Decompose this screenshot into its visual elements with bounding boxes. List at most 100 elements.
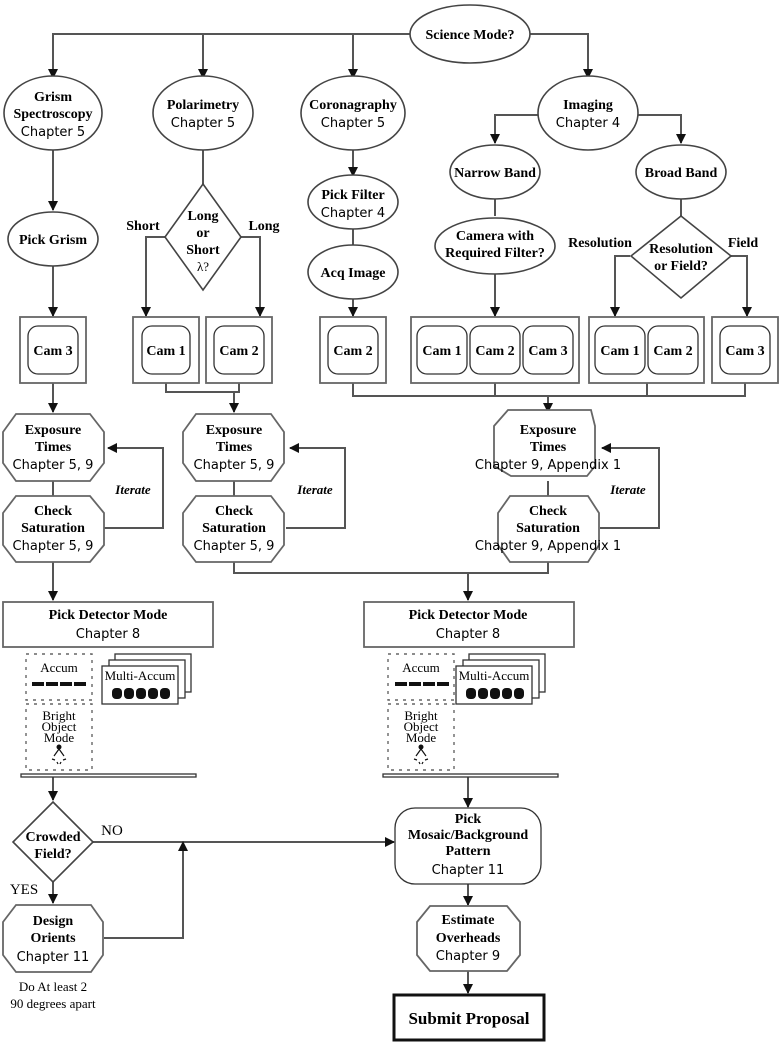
bright-object-mode-right[interactable]: Bright Object Mode	[387, 703, 455, 771]
polarimetry-chapter: Chapter 5	[171, 116, 235, 131]
exposure-times-polarimetry[interactable]: Exposure Times Chapter 5, 9	[182, 413, 285, 482]
check-saturation-imaging[interactable]: Check Saturation Chapter 9, Appendix 1	[475, 495, 621, 563]
camera-1[interactable]: Cam 1	[594, 325, 646, 375]
crowded-field-decision[interactable]: Crowded Field?	[11, 800, 95, 884]
polarimetry-camera-box-long: Cam 2	[205, 316, 273, 384]
narrow-band-label: Narrow Band	[454, 166, 536, 181]
multi-accum-label: Multi-Accum	[459, 668, 530, 683]
acq-image-node[interactable]: Acq Image	[307, 244, 399, 300]
long-branch-label: Long	[248, 219, 279, 234]
times-label: Times	[35, 440, 72, 455]
design-label: Design	[33, 914, 74, 929]
accum-icon	[32, 682, 86, 686]
object-label: Object	[42, 719, 77, 734]
overheads-chapter: Chapter 9	[436, 949, 500, 964]
camera-3[interactable]: Cam 3	[27, 325, 79, 375]
exposure-chapter: Chapter 5, 9	[13, 458, 94, 473]
science-mode-node[interactable]: Science Mode?	[409, 4, 531, 64]
polarimetry-node[interactable]: Polarimetry Chapter 5	[152, 75, 254, 151]
broad-band-label: Broad Band	[645, 166, 718, 181]
iterate-label: Iterate	[114, 482, 151, 497]
detector-chapter: Chapter 8	[436, 627, 500, 642]
cam-label: Cam 3	[725, 344, 764, 359]
bright-object-mode-left[interactable]: Bright Object Mode	[25, 703, 93, 771]
polarimetry-label: Polarimetry	[167, 98, 239, 113]
grism-chapter: Chapter 5	[21, 125, 85, 140]
camera-2[interactable]: Cam 2	[647, 325, 699, 375]
object-label: Object	[404, 719, 439, 734]
required-filter-label: Required Filter?	[445, 246, 545, 261]
mosaic-background-label: Mosaic/Background	[408, 828, 529, 843]
crowded-label: Crowded	[26, 830, 81, 845]
cam-label: Cam 2	[219, 344, 258, 359]
camera-filter-node[interactable]: Camera with Required Filter?	[434, 217, 556, 275]
submit-proposal-node[interactable]: Submit Proposal	[392, 993, 546, 1042]
imaging-node[interactable]: Imaging Chapter 4	[537, 75, 639, 151]
design-orients-node[interactable]: Design Orients Chapter 11	[2, 904, 104, 973]
camera-2[interactable]: Cam 2	[213, 325, 265, 375]
camera-2[interactable]: Cam 2	[327, 325, 379, 375]
camera-1[interactable]: Cam 1	[416, 325, 468, 375]
pick-grism-label: Pick Grism	[19, 233, 87, 248]
exposure-times-imaging[interactable]: Exposure Times Chapter 9, Appendix 1	[475, 409, 621, 477]
pick-filter-label: Pick Filter	[321, 188, 384, 203]
estimate-label: Estimate	[442, 913, 495, 928]
coronagraphy-chapter: Chapter 5	[321, 116, 385, 131]
mode-label: Mode	[406, 730, 437, 745]
detector-chapter: Chapter 8	[76, 627, 140, 642]
coronagraphy-node[interactable]: Coronagraphy Chapter 5	[300, 75, 406, 151]
imaging-label: Imaging	[563, 98, 613, 113]
check-saturation-polarimetry[interactable]: Check Saturation Chapter 5, 9	[182, 495, 285, 563]
times-label: Times	[216, 440, 253, 455]
mosaic-pattern-node[interactable]: Pick Mosaic/Background Pattern Chapter 1…	[394, 807, 542, 885]
orients-label: Orients	[30, 931, 76, 946]
mosaic-chapter: Chapter 11	[432, 863, 505, 878]
exposure-label: Exposure	[25, 423, 82, 438]
saturation-chapter: Chapter 9, Appendix 1	[475, 539, 621, 554]
exposure-label: Exposure	[520, 423, 577, 438]
camera-1[interactable]: Cam 1	[141, 325, 191, 375]
exposure-times-grism[interactable]: Exposure Times Chapter 5, 9	[2, 413, 105, 482]
iterate-label: Iterate	[609, 482, 646, 497]
cam-label: Cam 3	[528, 344, 567, 359]
coronagraphy-camera-box: Cam 2	[319, 316, 387, 384]
cam-label: Cam 2	[333, 344, 372, 359]
submit-proposal-label: Submit Proposal	[408, 1009, 529, 1028]
estimate-overheads-node[interactable]: Estimate Overheads Chapter 9	[416, 905, 521, 972]
wavelength-decision[interactable]: Long or Short λ?	[164, 182, 242, 292]
narrow-band-node[interactable]: Narrow Band	[449, 144, 541, 200]
resolution-field-decision[interactable]: Resolution or Field?	[629, 214, 733, 300]
narrow-band-camera-box: Cam 1 Cam 2 Cam 3	[410, 316, 580, 384]
pick-filter-node[interactable]: Pick Filter Chapter 4	[307, 174, 399, 230]
camera-2[interactable]: Cam 2	[469, 325, 521, 375]
camera-3[interactable]: Cam 3	[522, 325, 574, 375]
polarimetry-camera-box-short: Cam 1	[132, 316, 200, 384]
bright-star-icon	[51, 744, 67, 765]
coronagraphy-label: Coronagraphy	[309, 98, 397, 113]
decision-or: or	[196, 226, 209, 241]
grism-spectroscopy-node[interactable]: Grism Spectroscopy Chapter 5	[3, 75, 103, 151]
accum-label: Accum	[402, 660, 440, 675]
camera-3[interactable]: Cam 3	[719, 325, 771, 375]
broad-band-node[interactable]: Broad Band	[635, 144, 727, 200]
check-label: Check	[215, 504, 253, 519]
check-saturation-grism[interactable]: Check Saturation Chapter 5, 9	[2, 495, 105, 563]
detector-mode-right[interactable]: Pick Detector Mode Chapter 8	[363, 601, 575, 648]
orients-note-line1: Do At least 2	[19, 979, 87, 994]
spectroscopy-label: Spectroscopy	[13, 107, 92, 122]
accum-icon	[395, 682, 449, 686]
pattern-label: Pattern	[445, 844, 490, 859]
science-mode-label: Science Mode?	[425, 28, 514, 43]
pick-grism-node[interactable]: Pick Grism	[7, 211, 99, 267]
accum-mode-left[interactable]: Accum	[25, 653, 93, 701]
exposure-chapter: Chapter 5, 9	[194, 458, 275, 473]
accum-mode-right[interactable]: Accum	[387, 653, 455, 701]
resolution-branch-label: Resolution	[568, 236, 632, 251]
multi-accum-mode-left[interactable]: Multi-Accum	[101, 653, 192, 705]
pick-label: Pick	[455, 812, 482, 827]
multi-accum-mode-right[interactable]: Multi-Accum	[455, 653, 546, 705]
detector-bar-right	[382, 773, 559, 778]
exposure-label: Exposure	[206, 423, 263, 438]
detector-mode-left[interactable]: Pick Detector Mode Chapter 8	[2, 601, 214, 648]
